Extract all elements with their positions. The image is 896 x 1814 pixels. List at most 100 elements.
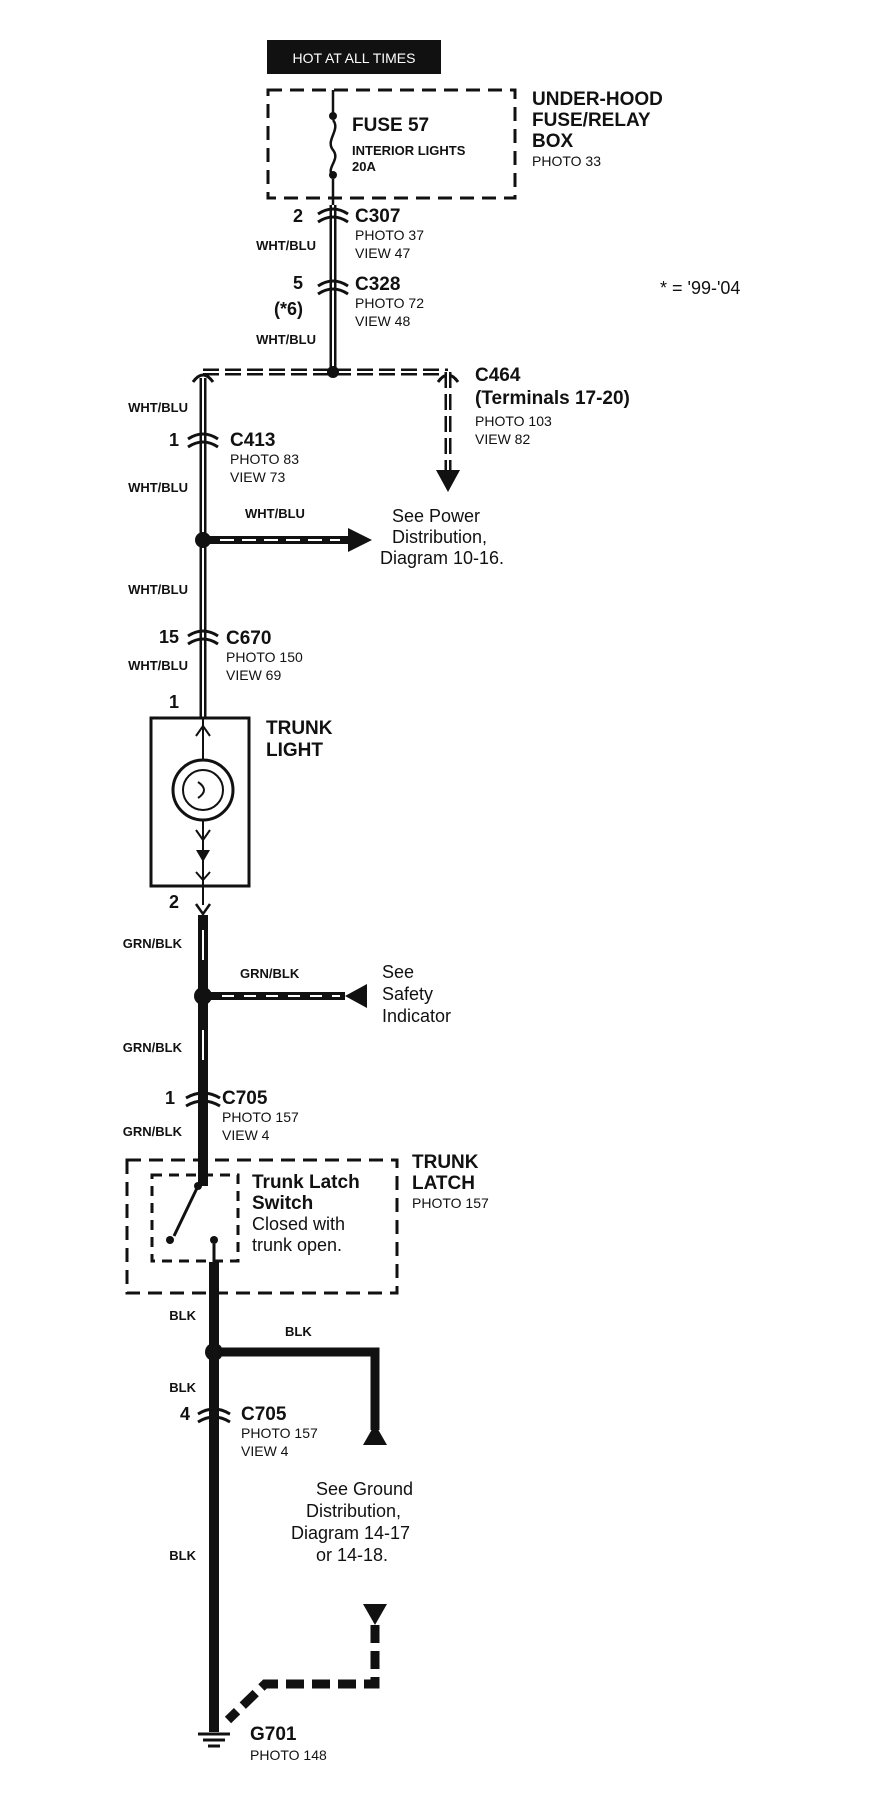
trunk-latch-photo: PHOTO 157	[412, 1195, 489, 1211]
c464-name: C464	[475, 365, 521, 386]
c705b-photo: PHOTO 157	[241, 1425, 318, 1441]
fuse-relay-box	[266, 88, 517, 200]
splice-point-1	[327, 366, 339, 378]
connector-c328-bottom	[317, 287, 349, 296]
wire-label-wht-blu-5: WHT/BLU	[245, 506, 305, 521]
c670-photo: PHOTO 150	[226, 649, 303, 665]
fuse-box-photo: PHOTO 33	[532, 153, 601, 169]
wire-label-wht-blu-3: WHT/BLU	[128, 400, 188, 415]
ground-ref-line3: Diagram 14-17	[291, 1523, 410, 1543]
hot-at-all-times-tag	[267, 40, 441, 74]
trunk-latch-switch-box	[150, 1173, 240, 1263]
branch-bend-left	[191, 373, 215, 383]
safety-arrow-icon	[345, 984, 367, 1008]
latch-switch-line2: Switch	[252, 1193, 313, 1214]
wire-label-blk-1: BLK	[169, 1308, 196, 1323]
splice-point-2	[195, 532, 211, 548]
ground-name: G701	[250, 1724, 297, 1745]
wire-label-grn-blk-2: GRN/BLK	[240, 966, 300, 981]
wire-label-grn-blk-4: GRN/BLK	[123, 1124, 183, 1139]
power-ref-line2: Distribution,	[392, 527, 487, 547]
connector-c413-top	[187, 432, 219, 441]
wire-label-wht-blu-4: WHT/BLU	[128, 480, 188, 495]
connector-c328-top	[317, 279, 349, 288]
c307-view: VIEW 47	[355, 245, 410, 261]
power-arrow-icon	[348, 528, 372, 552]
power-ref-line3: Diagram 10-16.	[380, 548, 504, 568]
trunk-latch-label-2: LATCH	[412, 1173, 475, 1194]
c328-view: VIEW 48	[355, 313, 410, 329]
c464-terminals: (Terminals 17-20)	[475, 388, 630, 409]
trunk-latch-box	[125, 1158, 399, 1295]
latch-switch-line3: Closed with	[252, 1214, 345, 1234]
safety-ref-line3: Indicator	[382, 1006, 451, 1026]
fuse-box-title-3: BOX	[532, 131, 574, 152]
trunk-latch-label-1: TRUNK	[412, 1152, 479, 1173]
splice-point-3	[194, 987, 212, 1005]
c413-photo: PHOTO 83	[230, 451, 299, 467]
hot-at-all-times-label: HOT AT ALL TIMES	[293, 50, 416, 66]
wire-blk-ground-ref	[222, 1347, 380, 1430]
fuse-box-title-2: FUSE/RELAY	[532, 110, 651, 131]
connector-c307-top	[317, 207, 349, 216]
safety-ref-line2: Safety	[382, 984, 433, 1004]
splice-point-4	[205, 1343, 223, 1361]
c328-pin: 5	[293, 273, 303, 293]
switch-contact-icon	[172, 1185, 200, 1237]
wire-label-grn-blk-1: GRN/BLK	[123, 936, 183, 951]
connector-c705b-top	[197, 1407, 231, 1416]
safety-ref-line1: See	[382, 962, 414, 982]
c413-view: VIEW 73	[230, 469, 285, 485]
trunk-light-label-2: LIGHT	[266, 740, 323, 761]
c705a-name: C705	[222, 1088, 268, 1109]
c307-name: C307	[355, 206, 400, 227]
fuse-rating: 20A	[352, 159, 376, 174]
wire-label-blk-3: BLK	[169, 1380, 196, 1395]
c705a-photo: PHOTO 157	[222, 1109, 299, 1125]
fuse-description: INTERIOR LIGHTS	[352, 143, 466, 158]
c705a-view: VIEW 4	[222, 1127, 270, 1143]
connector-c413-bottom	[187, 440, 219, 449]
connector-c670-top	[187, 629, 219, 638]
c413-pin: 1	[169, 430, 179, 450]
ground-photo: PHOTO 148	[250, 1747, 327, 1763]
c328-pin-alt: (*6)	[274, 299, 303, 319]
c705b-pin: 4	[180, 1404, 190, 1424]
c464-photo: PHOTO 103	[475, 413, 552, 429]
c328-photo: PHOTO 72	[355, 295, 424, 311]
latch-switch-line1: Trunk Latch	[252, 1172, 360, 1193]
trunk-light-pin-top: 1	[169, 692, 179, 712]
connector-c670-bottom	[187, 637, 219, 646]
c670-name: C670	[226, 628, 271, 649]
wire-blk-ground-dashed	[224, 1625, 380, 1724]
c464-arrow-down-icon	[436, 470, 460, 492]
c705b-view: VIEW 4	[241, 1443, 289, 1459]
connector-c705b-bottom	[197, 1415, 231, 1424]
fuse-name: FUSE 57	[352, 115, 429, 136]
ground-ref-line1: See Ground	[316, 1479, 413, 1499]
fuse-symbol	[329, 119, 337, 177]
latch-switch-line4: trunk open.	[252, 1235, 342, 1255]
c705a-pin: 1	[165, 1088, 175, 1108]
trunk-light-box	[149, 716, 251, 888]
year-note: * = '99-'04	[660, 278, 740, 298]
c670-view: VIEW 69	[226, 667, 281, 683]
c307-photo: PHOTO 37	[355, 227, 424, 243]
ground-ref-arrow-up-icon	[363, 1424, 387, 1445]
ground-ref-arrow-down-icon	[363, 1604, 387, 1625]
fuse-terminal-bottom	[329, 171, 337, 179]
c328-name: C328	[355, 274, 400, 295]
wire-label-wht-blu-1: WHT/BLU	[256, 238, 316, 253]
c670-pin: 15	[159, 627, 179, 647]
wire-label-wht-blu-7: WHT/BLU	[128, 658, 188, 673]
c307-pin: 2	[293, 206, 303, 226]
trunk-light-pin-bottom: 2	[169, 892, 179, 912]
ground-ref-line2: Distribution,	[306, 1501, 401, 1521]
wire-label-blk-2: BLK	[285, 1324, 312, 1339]
connector-c307-bottom	[317, 215, 349, 224]
ground-ref-line4: or 14-18.	[316, 1545, 388, 1565]
diode-icon	[196, 850, 210, 862]
power-ref-line1: See Power	[392, 506, 480, 526]
fuse-terminal-top	[329, 112, 337, 120]
